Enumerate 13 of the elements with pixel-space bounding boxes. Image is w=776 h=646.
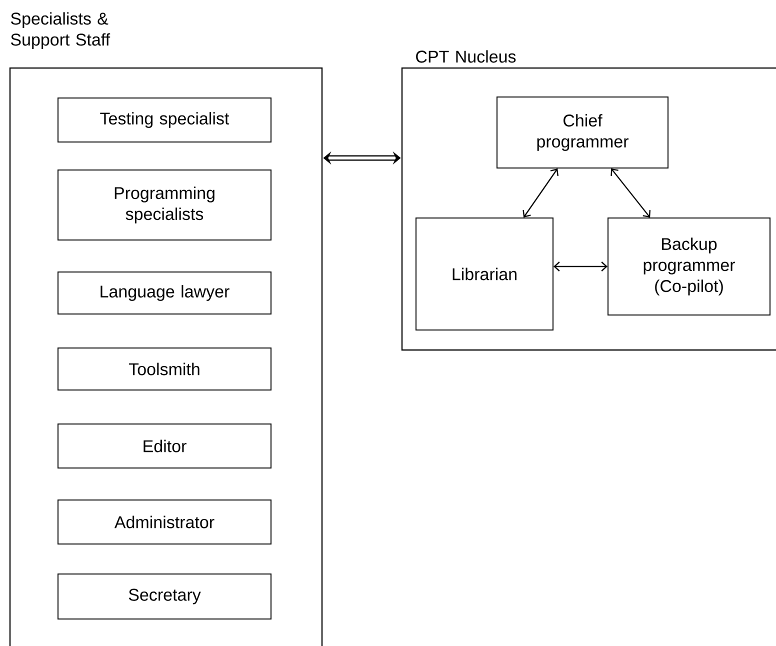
role-box: Chief programmer — [496, 96, 668, 168]
role-box: Programming specialists — [58, 170, 272, 240]
role-box: Toolsmith — [58, 348, 272, 390]
role-box: Backup programmer (Co-pilot) — [608, 218, 770, 316]
role-box: Testing specialist — [58, 98, 272, 142]
arrow — [610, 168, 651, 218]
role-box: Librarian — [416, 218, 554, 330]
arrow — [522, 168, 558, 218]
role-box: Secretary — [58, 574, 272, 620]
role-box: Language lawyer — [58, 272, 272, 314]
arrow — [554, 262, 608, 272]
role-box: Editor — [58, 424, 272, 468]
role-box: Administrator — [58, 500, 272, 544]
